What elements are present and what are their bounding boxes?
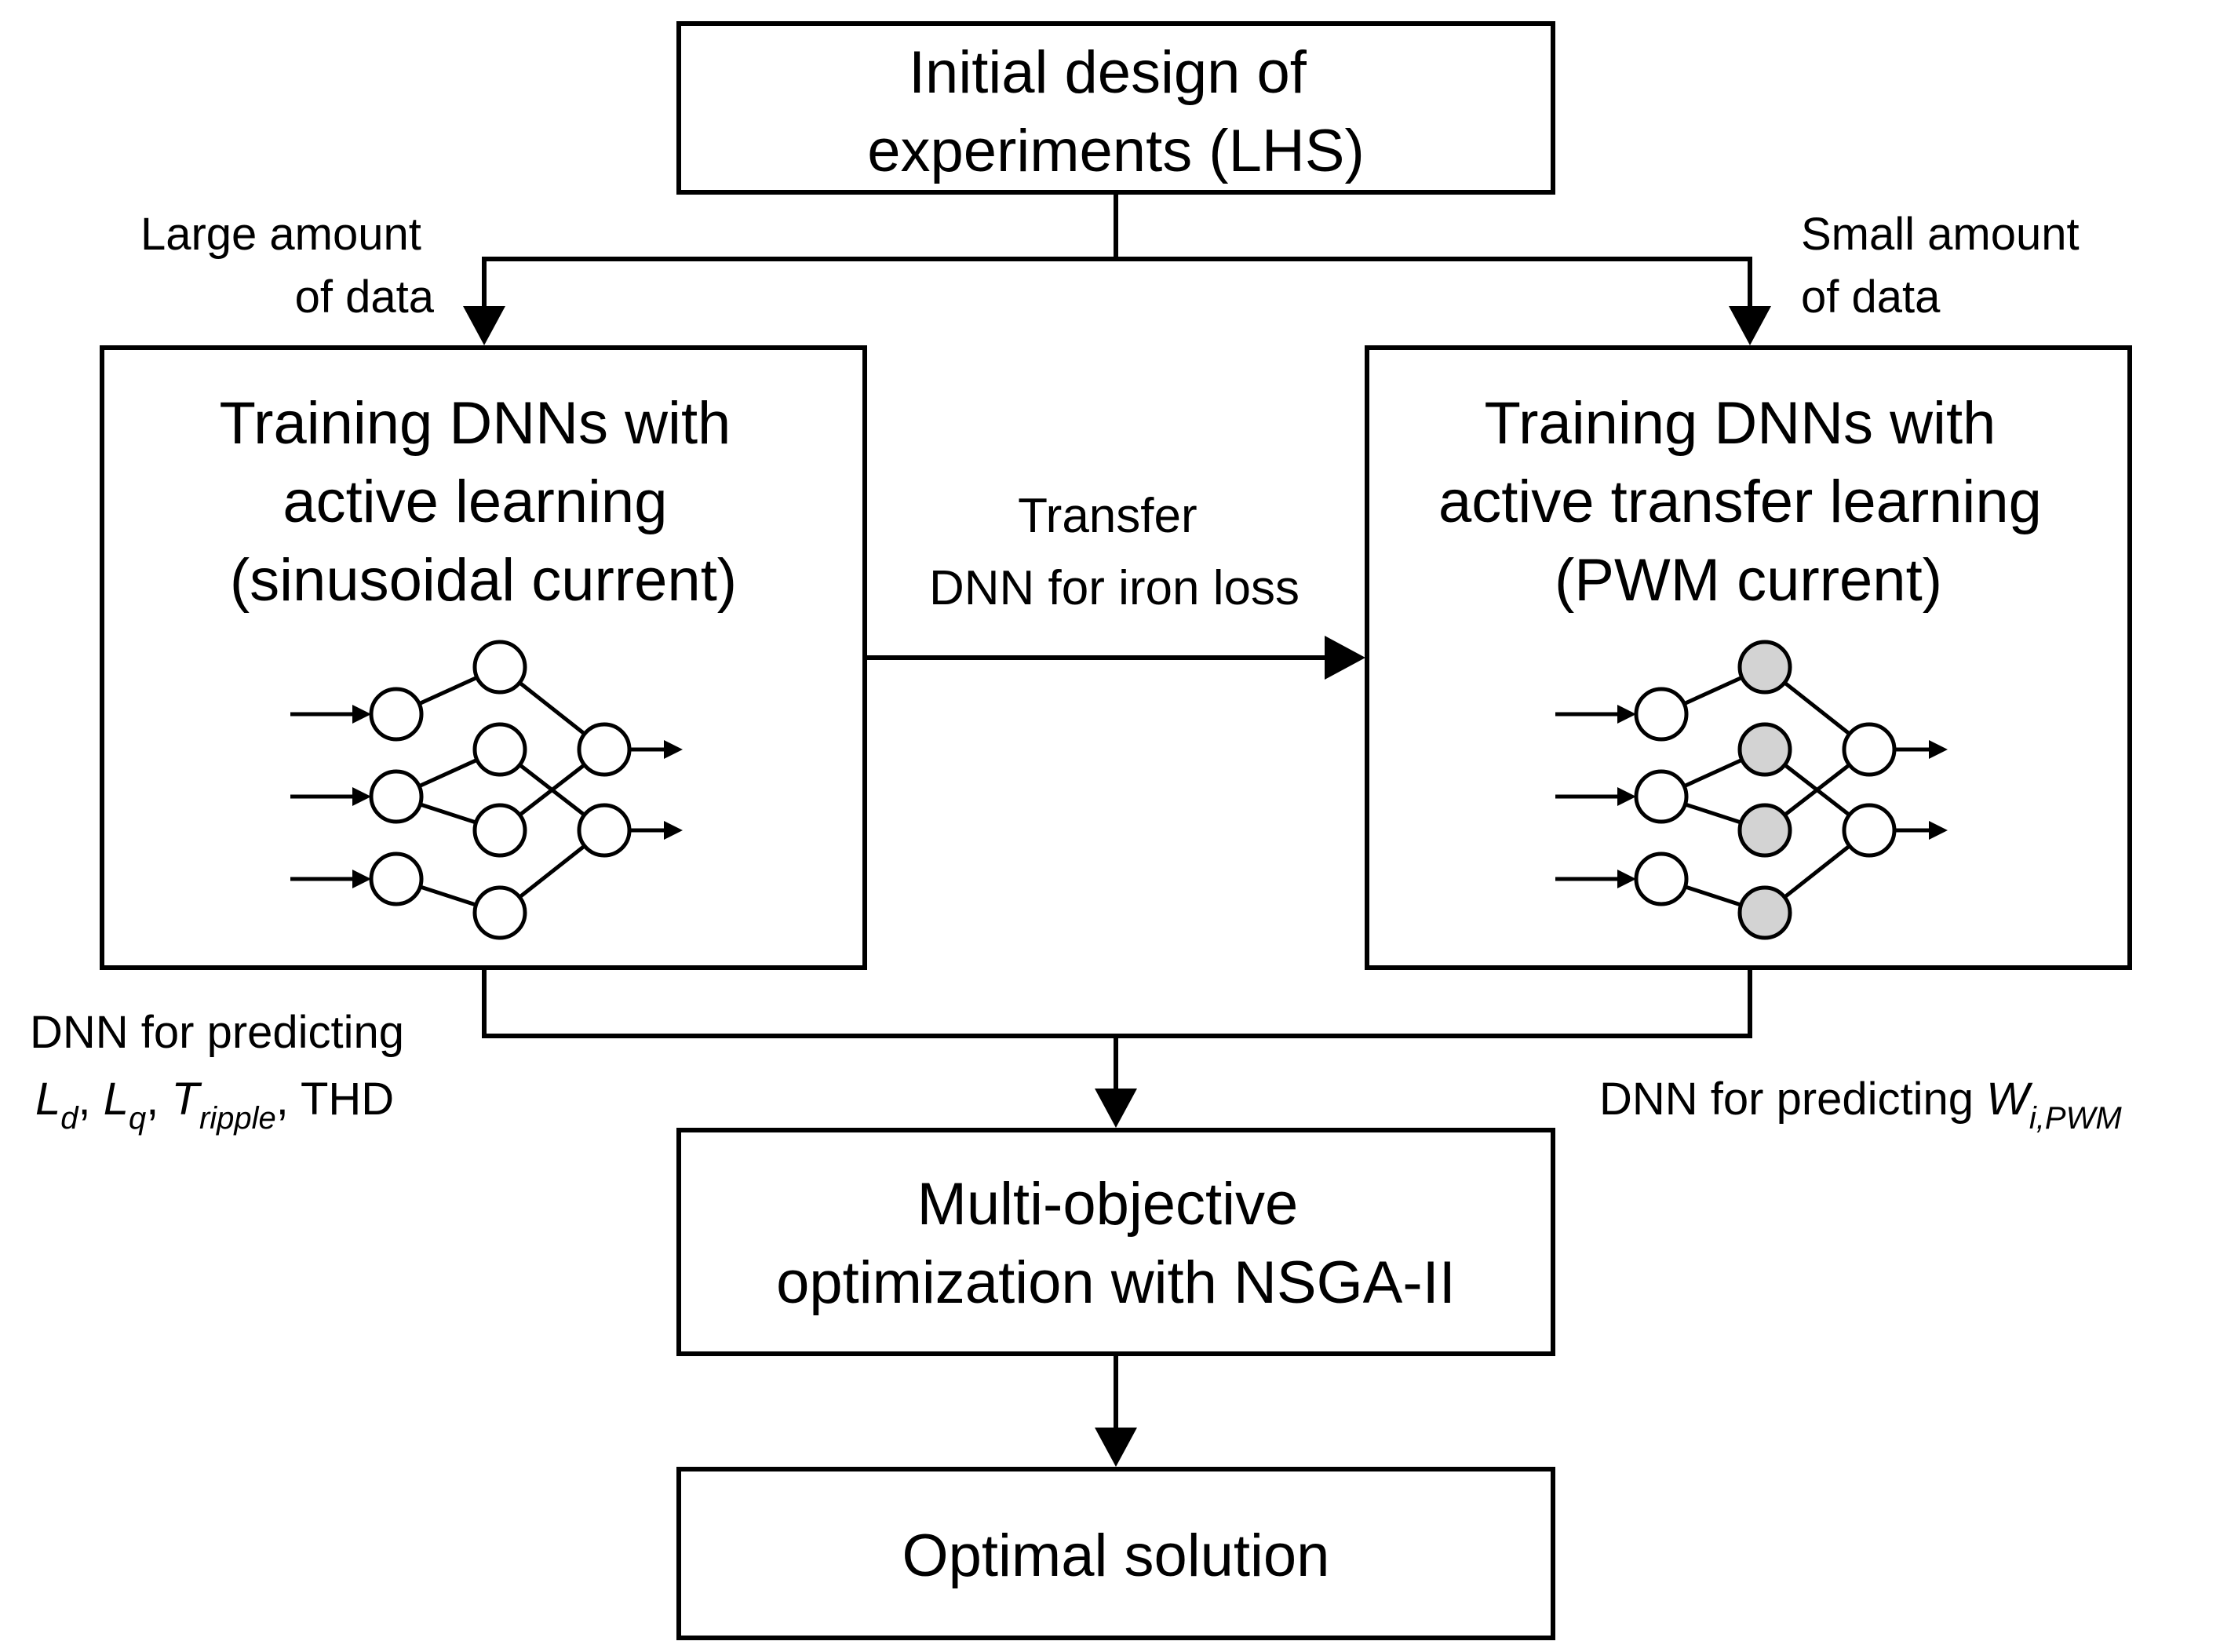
output-node: [577, 722, 632, 777]
input-arrowhead: [1617, 705, 1636, 724]
hidden-node: [1737, 885, 1792, 940]
hidden-node: [472, 803, 527, 858]
input-node: [369, 687, 424, 742]
hidden-node: [472, 885, 527, 940]
neural-network-icon-right: [1555, 640, 1948, 940]
right-predict-label: DNN for predicting Wi,PWM: [1599, 1074, 2122, 1136]
arrow-to-right-training: [1729, 306, 1771, 345]
output-node: [1842, 803, 1897, 858]
output-arrowhead: [1929, 821, 1948, 840]
initial-design-text: Initial design of experiments (LHS): [867, 39, 1365, 184]
split-connector: [463, 192, 1771, 345]
output-arrowhead: [664, 740, 683, 759]
input-node: [369, 769, 424, 824]
optimization-box: [676, 1128, 1555, 1356]
final-connector: [1095, 1354, 1137, 1467]
optimal-solution-text: Optimal solution: [902, 1523, 1330, 1589]
input-arrowhead: [352, 870, 371, 888]
output-arrowhead: [1929, 740, 1948, 759]
training-transfer-text: Training DNNs with active transfer learn…: [1438, 390, 2058, 614]
input-node: [1634, 769, 1689, 824]
input-node: [1634, 852, 1689, 906]
input-node: [369, 852, 424, 906]
optimal-solution-box: [676, 1467, 1555, 1640]
output-node: [577, 803, 632, 858]
arrow-to-optimization: [1095, 1089, 1137, 1128]
training-active-text: Training DNNs with active learning (sinu…: [220, 390, 748, 614]
left-predict-label-line1: DNN for predicting: [30, 1007, 404, 1058]
initial-design-box: [676, 21, 1555, 195]
hidden-node: [1737, 640, 1792, 695]
small-data-label: Small amount of data: [1801, 209, 2092, 323]
neural-network-icon-left: [290, 640, 683, 940]
output-arrowhead: [664, 821, 683, 840]
input-arrowhead: [1617, 787, 1636, 806]
output-node: [1842, 722, 1897, 777]
left-predict-label-line2: Ld, Lq, Tripple, THD: [35, 1074, 394, 1136]
transfer-label: Transfer DNN for iron loss: [929, 489, 1300, 615]
optimization-text: Multi-objective optimization with NSGA-I…: [776, 1171, 1456, 1316]
input-arrowhead: [352, 705, 371, 724]
input-arrowhead: [1617, 870, 1636, 888]
merge-connector: [482, 968, 1752, 1128]
input-node: [1634, 687, 1689, 742]
transfer-arrow: [865, 636, 1365, 680]
hidden-node: [1737, 722, 1792, 777]
input-arrowhead: [352, 787, 371, 806]
arrow-to-left-training: [463, 306, 505, 345]
arrow-to-optimal: [1095, 1428, 1137, 1467]
large-data-label: Large amount of data: [140, 209, 435, 323]
hidden-node: [1737, 803, 1792, 858]
hidden-node: [472, 640, 527, 695]
hidden-node: [472, 722, 527, 777]
